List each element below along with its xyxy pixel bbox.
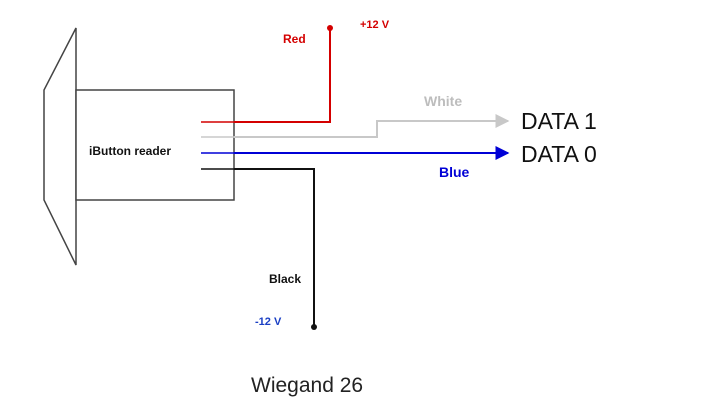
black-wire bbox=[234, 168, 315, 327]
black-wire-label: Black bbox=[269, 272, 302, 286]
reader-front-plate bbox=[43, 27, 77, 266]
red-wire bbox=[234, 28, 331, 123]
diagram-title: Wiegand 26 bbox=[251, 374, 364, 397]
data0-label: DATA 0 bbox=[521, 141, 597, 167]
data1-label: DATA 1 bbox=[521, 108, 597, 134]
plus-12v-terminal bbox=[327, 25, 333, 31]
white-wire bbox=[234, 114, 510, 138]
blue-wire-label: Blue bbox=[439, 164, 470, 180]
red-wire-label: Red bbox=[283, 32, 306, 46]
minus-12v-terminal bbox=[311, 324, 317, 330]
white-wire-label: White bbox=[424, 93, 463, 109]
reader-housing bbox=[75, 89, 235, 201]
minus-12v-label: -12 V bbox=[255, 316, 282, 328]
reader-label: iButton reader bbox=[89, 144, 172, 158]
plus-12v-label: +12 V bbox=[360, 19, 390, 31]
